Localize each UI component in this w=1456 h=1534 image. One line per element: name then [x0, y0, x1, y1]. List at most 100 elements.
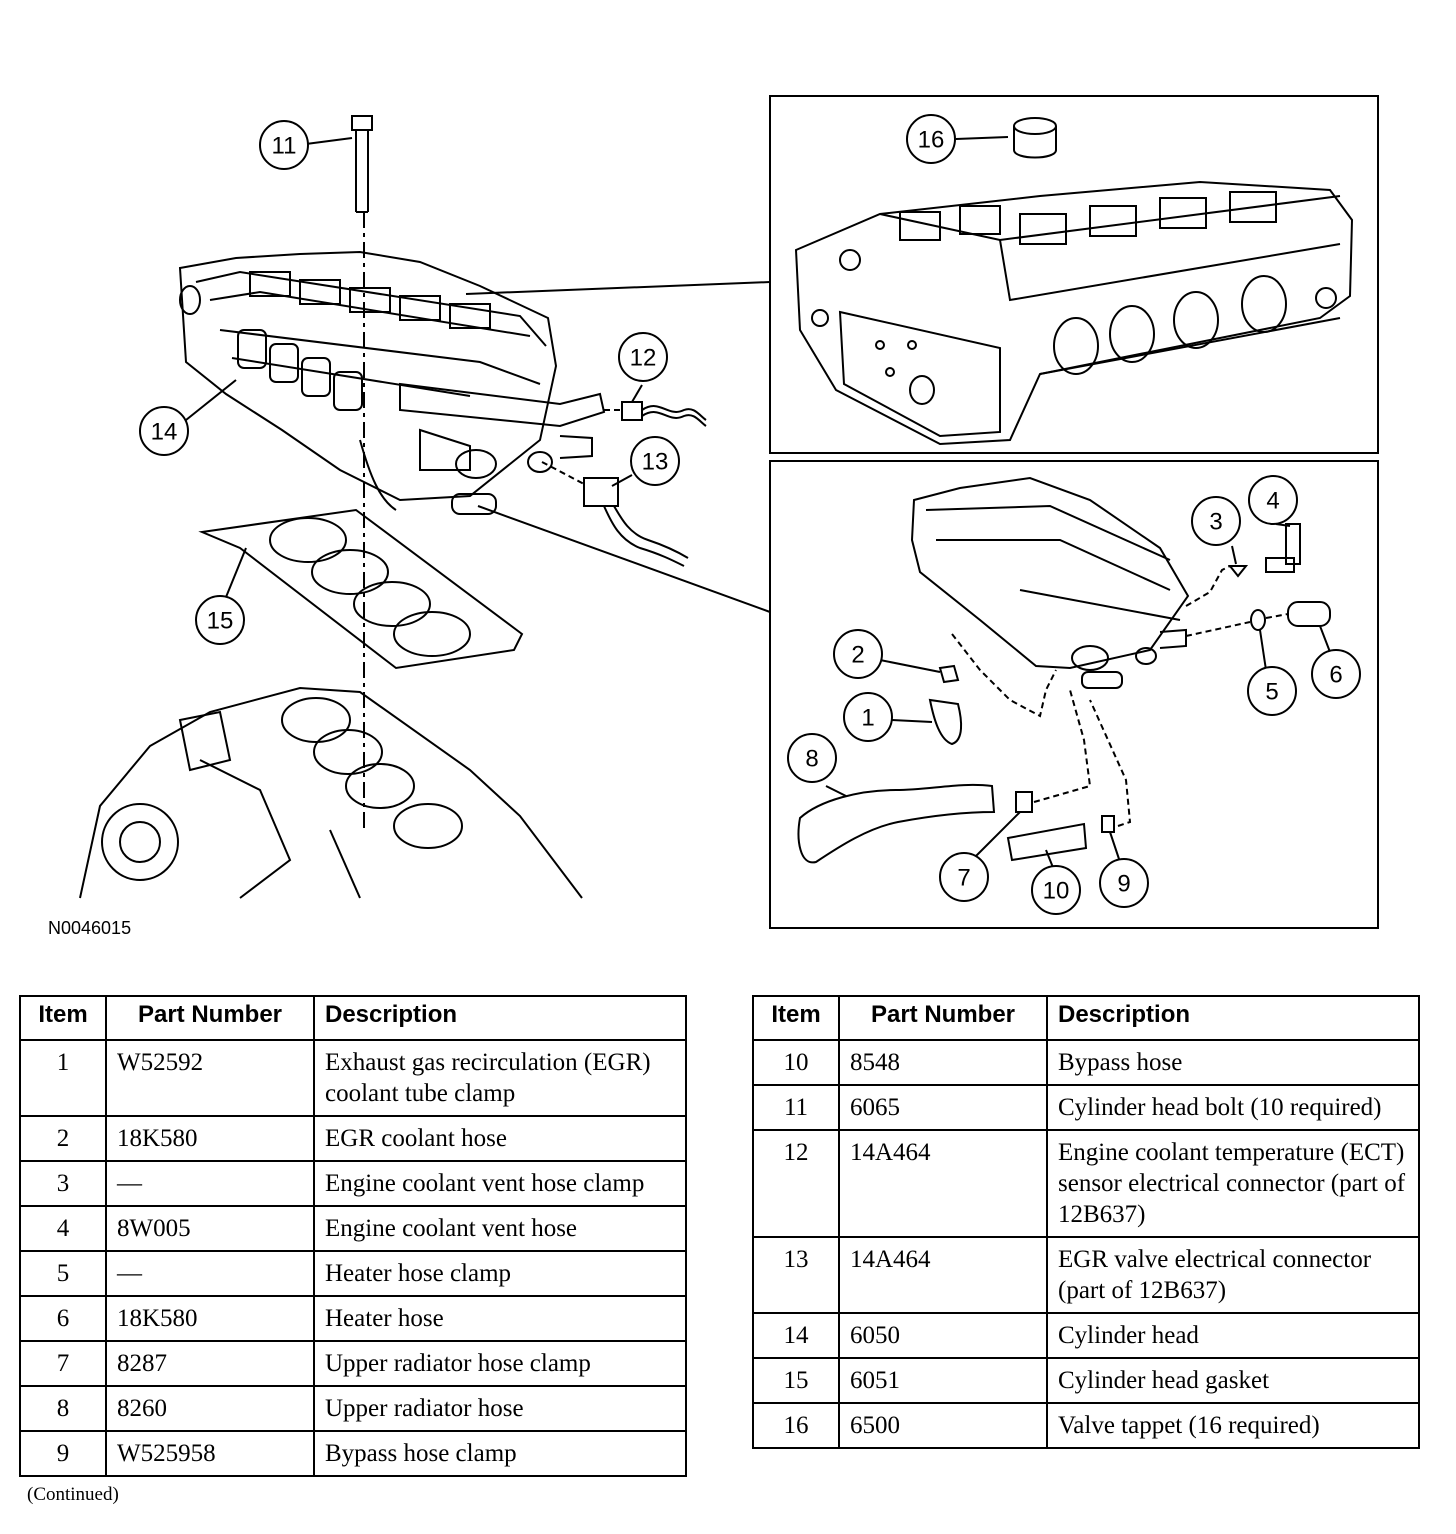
- item-cell: 12: [752, 1129, 840, 1238]
- callout-13-label: 13: [642, 449, 669, 476]
- egr-coolant-hose-clamp-drawing: [938, 664, 960, 684]
- table-header-row: Item Part Number Description: [19, 995, 687, 1041]
- continued-note: (Continued): [27, 1484, 119, 1505]
- inset-link-top: [465, 281, 771, 295]
- header-description: Description: [1046, 995, 1420, 1041]
- callout-4: [1248, 475, 1298, 525]
- upper-radiator-hose-drawing: [797, 783, 996, 864]
- item-cell: 11: [752, 1084, 840, 1131]
- callout-15: [195, 595, 245, 645]
- upper-radiator-hose-clamp-drawing: [1015, 791, 1033, 813]
- vent-hose-drawing: [1265, 557, 1295, 573]
- description-cell: Cylinder head: [1046, 1312, 1420, 1359]
- part-number-cell: 14A464: [838, 1129, 1048, 1238]
- part-number-cell: —: [105, 1160, 315, 1207]
- description-cell: Engine coolant temperature (ECT) sensor …: [1046, 1129, 1420, 1238]
- callout-5: [1247, 666, 1297, 716]
- vent-hose-clamp-drawing: [1227, 565, 1249, 578]
- callout-8-label: 8: [805, 746, 818, 773]
- callout-6-label: 6: [1329, 662, 1342, 689]
- description-cell: Upper radiator hose: [313, 1385, 687, 1432]
- part-number-cell: —: [105, 1250, 315, 1297]
- callout-13: [630, 436, 680, 486]
- callout-3: [1191, 496, 1241, 546]
- callout-2-label: 2: [851, 642, 864, 669]
- header-part-number: Part Number: [105, 995, 315, 1041]
- part-number-cell: 8287: [105, 1340, 315, 1387]
- callout-1: [843, 692, 893, 742]
- part-number-cell: W525958: [105, 1430, 315, 1477]
- header-description: Description: [313, 995, 687, 1041]
- bypass-hose-clamp-drawing: [1101, 815, 1115, 833]
- part-number-cell: 6065: [838, 1084, 1048, 1131]
- inset-cylinder-head-drawing: [794, 180, 1354, 446]
- part-number-cell: 8W005: [105, 1205, 315, 1252]
- valve-tappet-drawing: [1013, 117, 1057, 159]
- item-cell: 14: [752, 1312, 840, 1359]
- callout-2: [833, 629, 883, 679]
- description-cell: Cylinder head gasket: [1046, 1357, 1420, 1404]
- part-number-cell: 8260: [105, 1385, 315, 1432]
- callout-11-label: 11: [272, 133, 297, 160]
- head-bolt-drawing: [351, 115, 373, 213]
- callout-7-label: 7: [957, 865, 970, 892]
- item-cell: 7: [19, 1340, 107, 1387]
- description-cell: Exhaust gas recirculation (EGR) coolant …: [313, 1039, 687, 1117]
- callout-14-label: 14: [151, 419, 178, 446]
- callout-9-label: 9: [1117, 871, 1130, 898]
- callout-1-label: 1: [861, 705, 874, 732]
- part-number-cell: 6050: [838, 1312, 1048, 1359]
- egr-connector-drawing: [583, 477, 689, 567]
- callout-12-label: 12: [630, 345, 657, 372]
- header-item: Item: [19, 995, 107, 1041]
- inset-frame-bottom: [769, 460, 1379, 929]
- item-cell: 2: [19, 1115, 107, 1162]
- callout-4-label: 4: [1266, 488, 1279, 515]
- bypass-hose-stub: [451, 493, 497, 515]
- callout-6: [1311, 649, 1361, 699]
- head-gasket-drawing: [198, 508, 524, 670]
- callout-3-label: 3: [1209, 509, 1222, 536]
- item-cell: 10: [752, 1039, 840, 1086]
- egr-coolant-tube-drawing: [928, 698, 963, 746]
- description-cell: Valve tappet (16 required): [1046, 1402, 1420, 1449]
- description-cell: Heater hose clamp: [313, 1250, 687, 1297]
- item-cell: 3: [19, 1160, 107, 1207]
- part-number-cell: 14A464: [838, 1236, 1048, 1314]
- part-number-cell: 6500: [838, 1402, 1048, 1449]
- description-cell: EGR valve electrical connector (part of …: [1046, 1236, 1420, 1314]
- description-cell: Bypass hose clamp: [313, 1430, 687, 1477]
- inset-frame-top: [769, 95, 1379, 454]
- callout-5-label: 5: [1265, 679, 1278, 706]
- description-cell: EGR coolant hose: [313, 1115, 687, 1162]
- callout-16-label: 16: [918, 127, 945, 154]
- table-row: 3—Engine coolant vent hose clamp: [19, 1160, 687, 1207]
- header-item: Item: [752, 995, 840, 1041]
- cylinder-head-drawing: [178, 250, 606, 511]
- item-cell: 16: [752, 1402, 840, 1449]
- callout-15-label: 15: [207, 608, 234, 635]
- description-cell: Engine coolant vent hose: [313, 1205, 687, 1252]
- description-cell: Cylinder head bolt (10 required): [1046, 1084, 1420, 1131]
- heater-hose-clamp-drawing: [1250, 609, 1266, 631]
- part-number-cell: 18K580: [105, 1115, 315, 1162]
- inset-link-bottom: [477, 505, 771, 613]
- item-cell: 5: [19, 1250, 107, 1297]
- cylinder-block-drawing: [79, 686, 583, 899]
- callout-14: [139, 406, 189, 456]
